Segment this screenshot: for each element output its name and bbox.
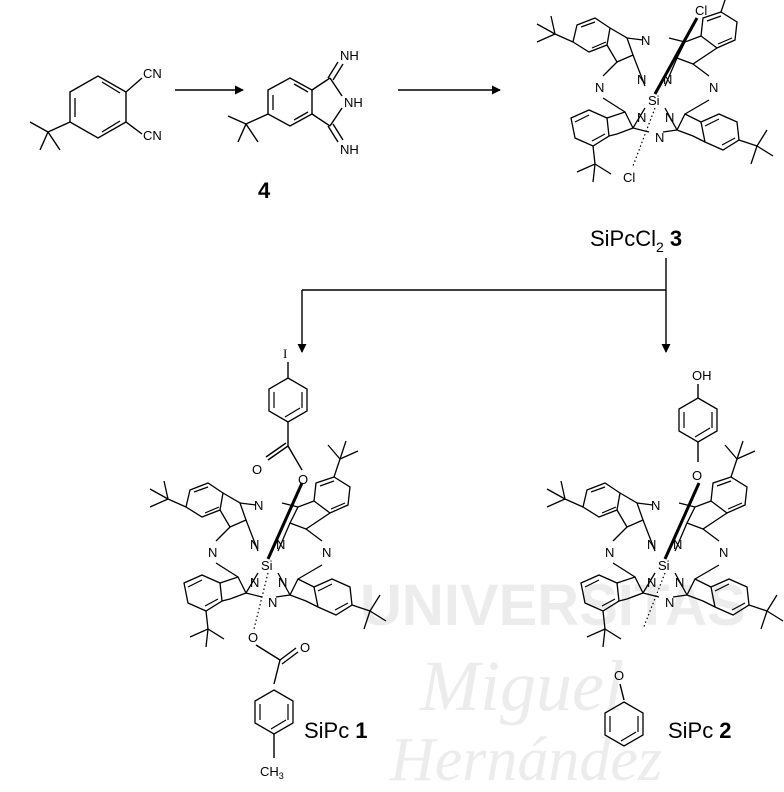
oh-label: OH: [692, 368, 712, 383]
sipccl2-label-number: 3: [670, 226, 682, 251]
sipc1-structure: I O O Si N N N N N N N N O O: [149, 346, 387, 781]
n-label: N: [278, 575, 287, 590]
n-label: N: [647, 575, 656, 590]
nh-label-bottom: NH: [340, 142, 359, 157]
iodo-label: I: [283, 346, 287, 361]
si-label: Si: [658, 558, 670, 573]
cl-label-top: Cl: [695, 3, 707, 18]
cl-label-bottom: Cl: [623, 170, 635, 185]
o-label: O: [614, 668, 624, 683]
sipccl2-label-sub: 2: [656, 239, 664, 255]
nh-label-top: NH: [340, 48, 359, 63]
n-label: N: [641, 33, 650, 48]
compound-4-label: 4: [258, 178, 271, 203]
n-label: N: [250, 575, 259, 590]
n-label: N: [663, 72, 672, 87]
n-label: N: [673, 537, 682, 552]
n-label: N: [675, 575, 684, 590]
n-label: N: [637, 72, 646, 87]
methyl-label: CH3: [260, 764, 284, 781]
n-label: N: [276, 537, 285, 552]
sipccl2-label-prefix: SiPcCl: [590, 226, 656, 251]
n-label: N: [665, 595, 674, 610]
sipc1-label-number: 1: [355, 718, 367, 743]
o-label: O: [252, 462, 262, 477]
n-label: N: [268, 595, 277, 610]
n-label: N: [637, 110, 646, 125]
nh-label-mid: NH: [344, 95, 363, 110]
phthalonitrile-structure: CN CN: [29, 66, 162, 151]
methyl-label-sub: 3: [279, 771, 284, 781]
n-label: N: [208, 545, 217, 560]
o-label: O: [692, 468, 702, 483]
sipc2-structure: OH O Si N N N N N N N N O: [546, 368, 784, 747]
n-label: N: [322, 545, 331, 560]
methyl-label-ch: CH: [260, 764, 279, 779]
n-label: N: [254, 498, 263, 513]
sipc2-label-number: 2: [719, 718, 731, 743]
si-label: Si: [648, 93, 660, 108]
n-label: N: [665, 110, 674, 125]
sipccl2-structure: Si Cl Cl N N N N N N N N: [536, 0, 774, 185]
diiminoisoindoline-structure: NH NH NH: [227, 48, 363, 157]
n-label: N: [719, 545, 728, 560]
cn-label-top: CN: [143, 66, 162, 81]
sipc1-label-prefix: SiPc: [304, 718, 349, 743]
n-label: N: [595, 80, 604, 95]
n-label: N: [605, 545, 614, 560]
n-label: N: [647, 537, 656, 552]
o-label: O: [248, 630, 258, 645]
o-label: O: [300, 640, 310, 655]
n-label: N: [709, 80, 718, 95]
o-label: O: [298, 472, 308, 487]
n-label: N: [651, 498, 660, 513]
n-label: N: [655, 130, 664, 145]
branch-arrows: [297, 258, 671, 353]
si-label: Si: [261, 558, 273, 573]
sipc2-label-prefix: SiPc: [668, 718, 713, 743]
cn-label-bottom: CN: [143, 128, 162, 143]
n-label: N: [250, 537, 259, 552]
